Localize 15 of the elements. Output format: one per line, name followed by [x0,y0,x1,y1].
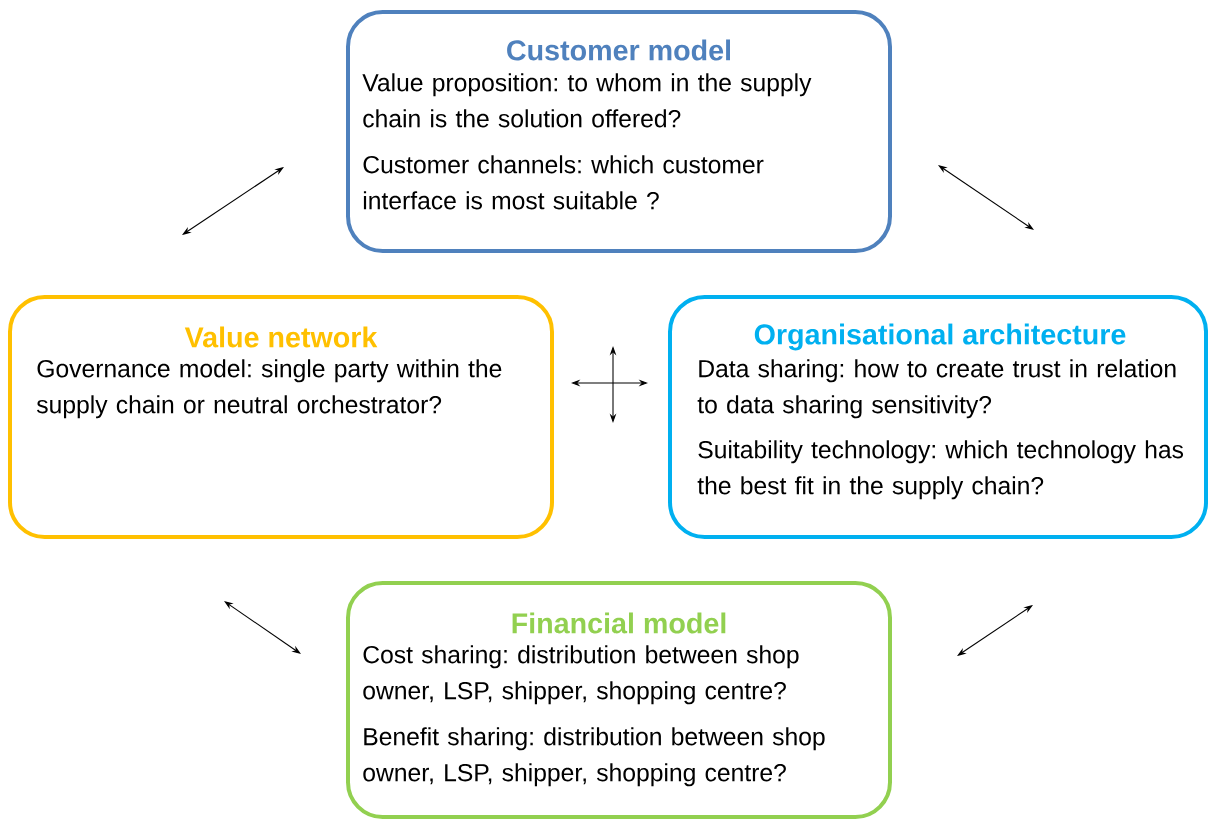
box-heading: Financial model [512,612,726,634]
question-text: Customer channels: which customer interface is most suitable ? [363,155,764,210]
question-text: Cost sharing: distribution between shop owner, LSP, shipper, shopping centre? [363,645,799,705]
box-heading: Value network [184,326,378,348]
question-text: Benefit sharing: distribution between shop owner, LSP, shipper, shopping centre? [363,727,825,787]
double-arrow [182,167,284,235]
box-heading: Organisational architecture [754,323,1126,351]
question-text: Value proposition: to whom in the supply chain is the solution offered? [362,73,812,128]
question-text: Suitability technology: which technology has the best fit in the supply chain? [697,440,1184,500]
question-text: Governance model: single party within the supply chain or neutral orchestrator? [36,359,502,419]
question-text: Data sharing: how to create trust in relation to data sharing sensitivity? [697,359,1176,419]
double-arrow [224,601,301,654]
double-arrow [938,165,1034,230]
double-arrow [957,605,1033,656]
box-heading: Customer model [507,39,731,61]
